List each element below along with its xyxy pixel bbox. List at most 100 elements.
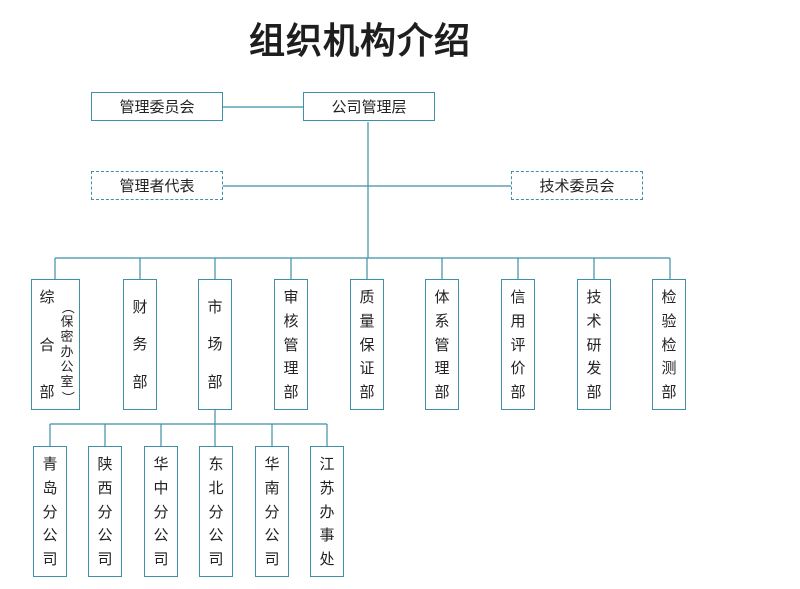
dept-char: 核 xyxy=(283,311,299,330)
branch-char: 分 xyxy=(208,502,224,521)
page-title: 组织机构介绍 xyxy=(248,20,471,62)
tech-committee-box: 技术委员会 xyxy=(511,171,643,200)
branch-char: 处 xyxy=(319,550,335,568)
dept-char: 保 xyxy=(359,335,375,354)
dept-char: 理 xyxy=(283,359,299,378)
dept-system-management: 体 系 管 理 部 xyxy=(425,279,459,410)
branch-char: 陕 xyxy=(97,455,113,473)
dept-char: 检 xyxy=(661,335,677,354)
branch-char: 分 xyxy=(97,502,113,521)
management-rep-box: 管理者代表 xyxy=(91,171,223,200)
branch-char: 公 xyxy=(97,526,113,545)
dept-char: 理 xyxy=(434,359,450,378)
dept-char: 用 xyxy=(510,311,526,330)
dept-char: 证 xyxy=(359,359,375,378)
dept-char: 技 xyxy=(586,288,602,306)
dept-char: 价 xyxy=(510,359,526,378)
branch-char: 岛 xyxy=(42,478,58,497)
branch-char: 分 xyxy=(153,502,169,521)
branch-char: 北 xyxy=(208,478,224,497)
dept-market: 市 场 部 xyxy=(198,279,232,410)
note-char: （ xyxy=(59,300,75,314)
dept-general-note: （ 保 密 办 公 室 ） xyxy=(58,300,76,405)
dept-char: 验 xyxy=(661,311,677,330)
dept-general-char: 综 xyxy=(39,288,55,306)
note-char: 室 xyxy=(60,375,74,390)
dept-char: 部 xyxy=(434,383,450,401)
branch-char: 南 xyxy=(264,478,280,497)
dept-char: 术 xyxy=(586,311,602,330)
branch-char: 司 xyxy=(264,550,280,568)
dept-char: 测 xyxy=(661,359,677,378)
committee-box: 管理委员会 xyxy=(91,92,223,121)
dept-char: 市 xyxy=(207,297,223,316)
dept-quality-assurance: 质 量 保 证 部 xyxy=(350,279,384,410)
dept-char: 部 xyxy=(586,383,602,401)
branch-char: 东 xyxy=(208,455,224,473)
branch-char: 华 xyxy=(153,455,169,473)
branch-char: 司 xyxy=(97,550,113,568)
dept-char: 部 xyxy=(510,383,526,401)
branch-central-china: 华 中 分 公 司 xyxy=(144,446,178,577)
dept-general-char: 部 xyxy=(39,383,55,401)
dept-general-char: 合 xyxy=(39,335,55,354)
dept-general: 综 合 部 （ 保 密 办 公 室 ） xyxy=(31,279,80,410)
note-char: ） xyxy=(59,390,75,404)
branch-char: 公 xyxy=(153,526,169,545)
branch-char: 公 xyxy=(208,526,224,545)
dept-char: 评 xyxy=(510,335,526,354)
branch-char: 司 xyxy=(153,550,169,568)
branch-char: 办 xyxy=(319,502,335,521)
dept-char: 财 xyxy=(132,297,148,316)
dept-char: 部 xyxy=(661,383,677,401)
note-char: 办 xyxy=(60,345,74,360)
branch-qingdao: 青 岛 分 公 司 xyxy=(33,446,67,577)
dept-char: 务 xyxy=(132,335,148,354)
branch-char: 司 xyxy=(42,550,58,568)
branch-jiangsu-office: 江 苏 办 事 处 xyxy=(310,446,344,577)
dept-char: 审 xyxy=(283,288,299,306)
dept-char: 部 xyxy=(359,383,375,401)
branch-char: 苏 xyxy=(319,478,335,497)
branch-shaanxi: 陕 西 分 公 司 xyxy=(88,446,122,577)
dept-char: 部 xyxy=(283,383,299,401)
branch-char: 公 xyxy=(264,526,280,545)
dept-char: 质 xyxy=(359,288,375,306)
dept-char: 部 xyxy=(132,373,148,392)
branch-south-china: 华 南 分 公 司 xyxy=(255,446,289,577)
dept-credit-evaluation: 信 用 评 价 部 xyxy=(501,279,535,410)
dept-char: 管 xyxy=(434,335,450,354)
dept-finance: 财 务 部 xyxy=(123,279,157,410)
management-box: 公司管理层 xyxy=(303,92,435,121)
dept-char: 发 xyxy=(586,359,602,378)
dept-char: 检 xyxy=(661,288,677,306)
branch-char: 西 xyxy=(97,478,113,497)
branch-char: 公 xyxy=(42,526,58,545)
dept-char: 体 xyxy=(434,288,450,306)
dept-char: 系 xyxy=(434,311,450,330)
dept-char: 部 xyxy=(207,373,223,392)
branch-char: 分 xyxy=(42,502,58,521)
branch-northeast: 东 北 分 公 司 xyxy=(199,446,233,577)
dept-general-name: 综 合 部 xyxy=(38,288,56,401)
note-char: 公 xyxy=(60,360,74,375)
dept-char: 研 xyxy=(586,335,602,354)
dept-char: 场 xyxy=(207,335,223,354)
dept-audit-management: 审 核 管 理 部 xyxy=(274,279,308,410)
branch-char: 事 xyxy=(319,526,335,545)
branch-char: 分 xyxy=(264,502,280,521)
dept-char: 信 xyxy=(510,288,526,306)
branch-char: 司 xyxy=(208,550,224,568)
branch-char: 江 xyxy=(319,455,335,473)
dept-tech-rnd: 技 术 研 发 部 xyxy=(577,279,611,410)
branch-char: 华 xyxy=(264,455,280,473)
dept-inspection-testing: 检 验 检 测 部 xyxy=(652,279,686,410)
dept-char: 管 xyxy=(283,335,299,354)
note-char: 密 xyxy=(60,330,74,345)
note-char: 保 xyxy=(60,315,74,330)
branch-char: 青 xyxy=(42,455,58,473)
branch-char: 中 xyxy=(153,478,169,497)
dept-char: 量 xyxy=(359,311,375,330)
